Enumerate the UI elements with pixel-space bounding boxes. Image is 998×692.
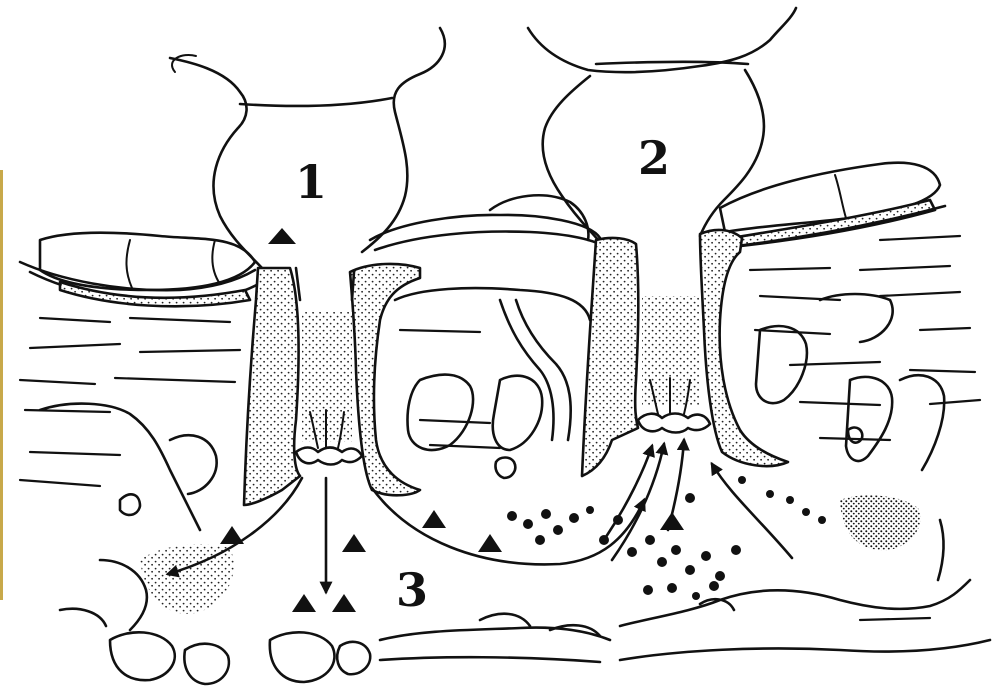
label-2: 2 — [638, 131, 670, 185]
epidermis-layer — [20, 163, 945, 307]
label-1: 1 — [295, 155, 327, 209]
hair-shaft-2 — [528, 8, 796, 240]
label-3: 3 — [396, 563, 428, 617]
scattered-cells — [507, 476, 826, 600]
follicle-1 — [244, 264, 420, 505]
subcutaneous-layer — [110, 520, 990, 684]
hair-shaft-1 — [170, 28, 445, 268]
